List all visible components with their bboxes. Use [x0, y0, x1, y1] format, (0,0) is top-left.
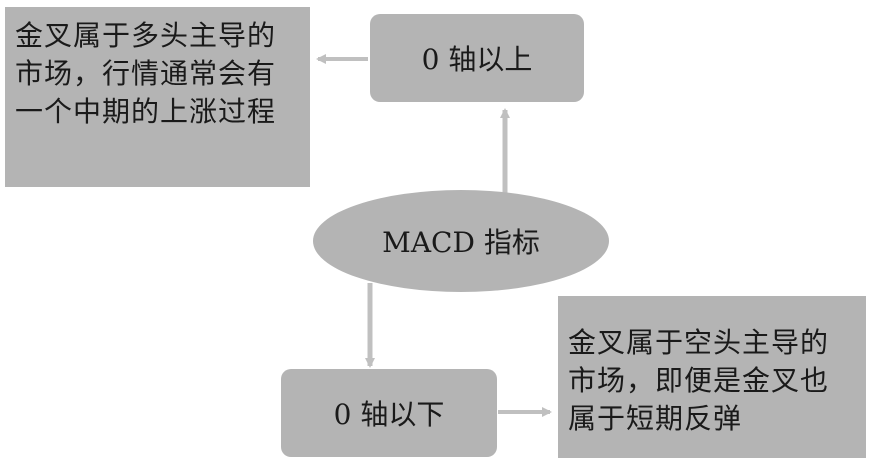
- above-zero-node: 0 轴以上: [370, 14, 584, 102]
- above-zero-label: 0 轴以上: [421, 43, 533, 76]
- below-zero-node: 0 轴以下: [281, 369, 497, 457]
- above-note-box: 金叉属于多头主导的 市场，行情通常会有 一个中期的上涨过程: [5, 7, 310, 187]
- below-zero-label: 0 轴以下: [333, 398, 445, 431]
- macd-center-node: MACD 指标: [313, 190, 609, 292]
- macd-center-label: MACD 指标: [382, 226, 540, 259]
- below-note-box: 金叉属于空头主导的 市场，即便是金叉也 属于短期反弹: [558, 296, 866, 458]
